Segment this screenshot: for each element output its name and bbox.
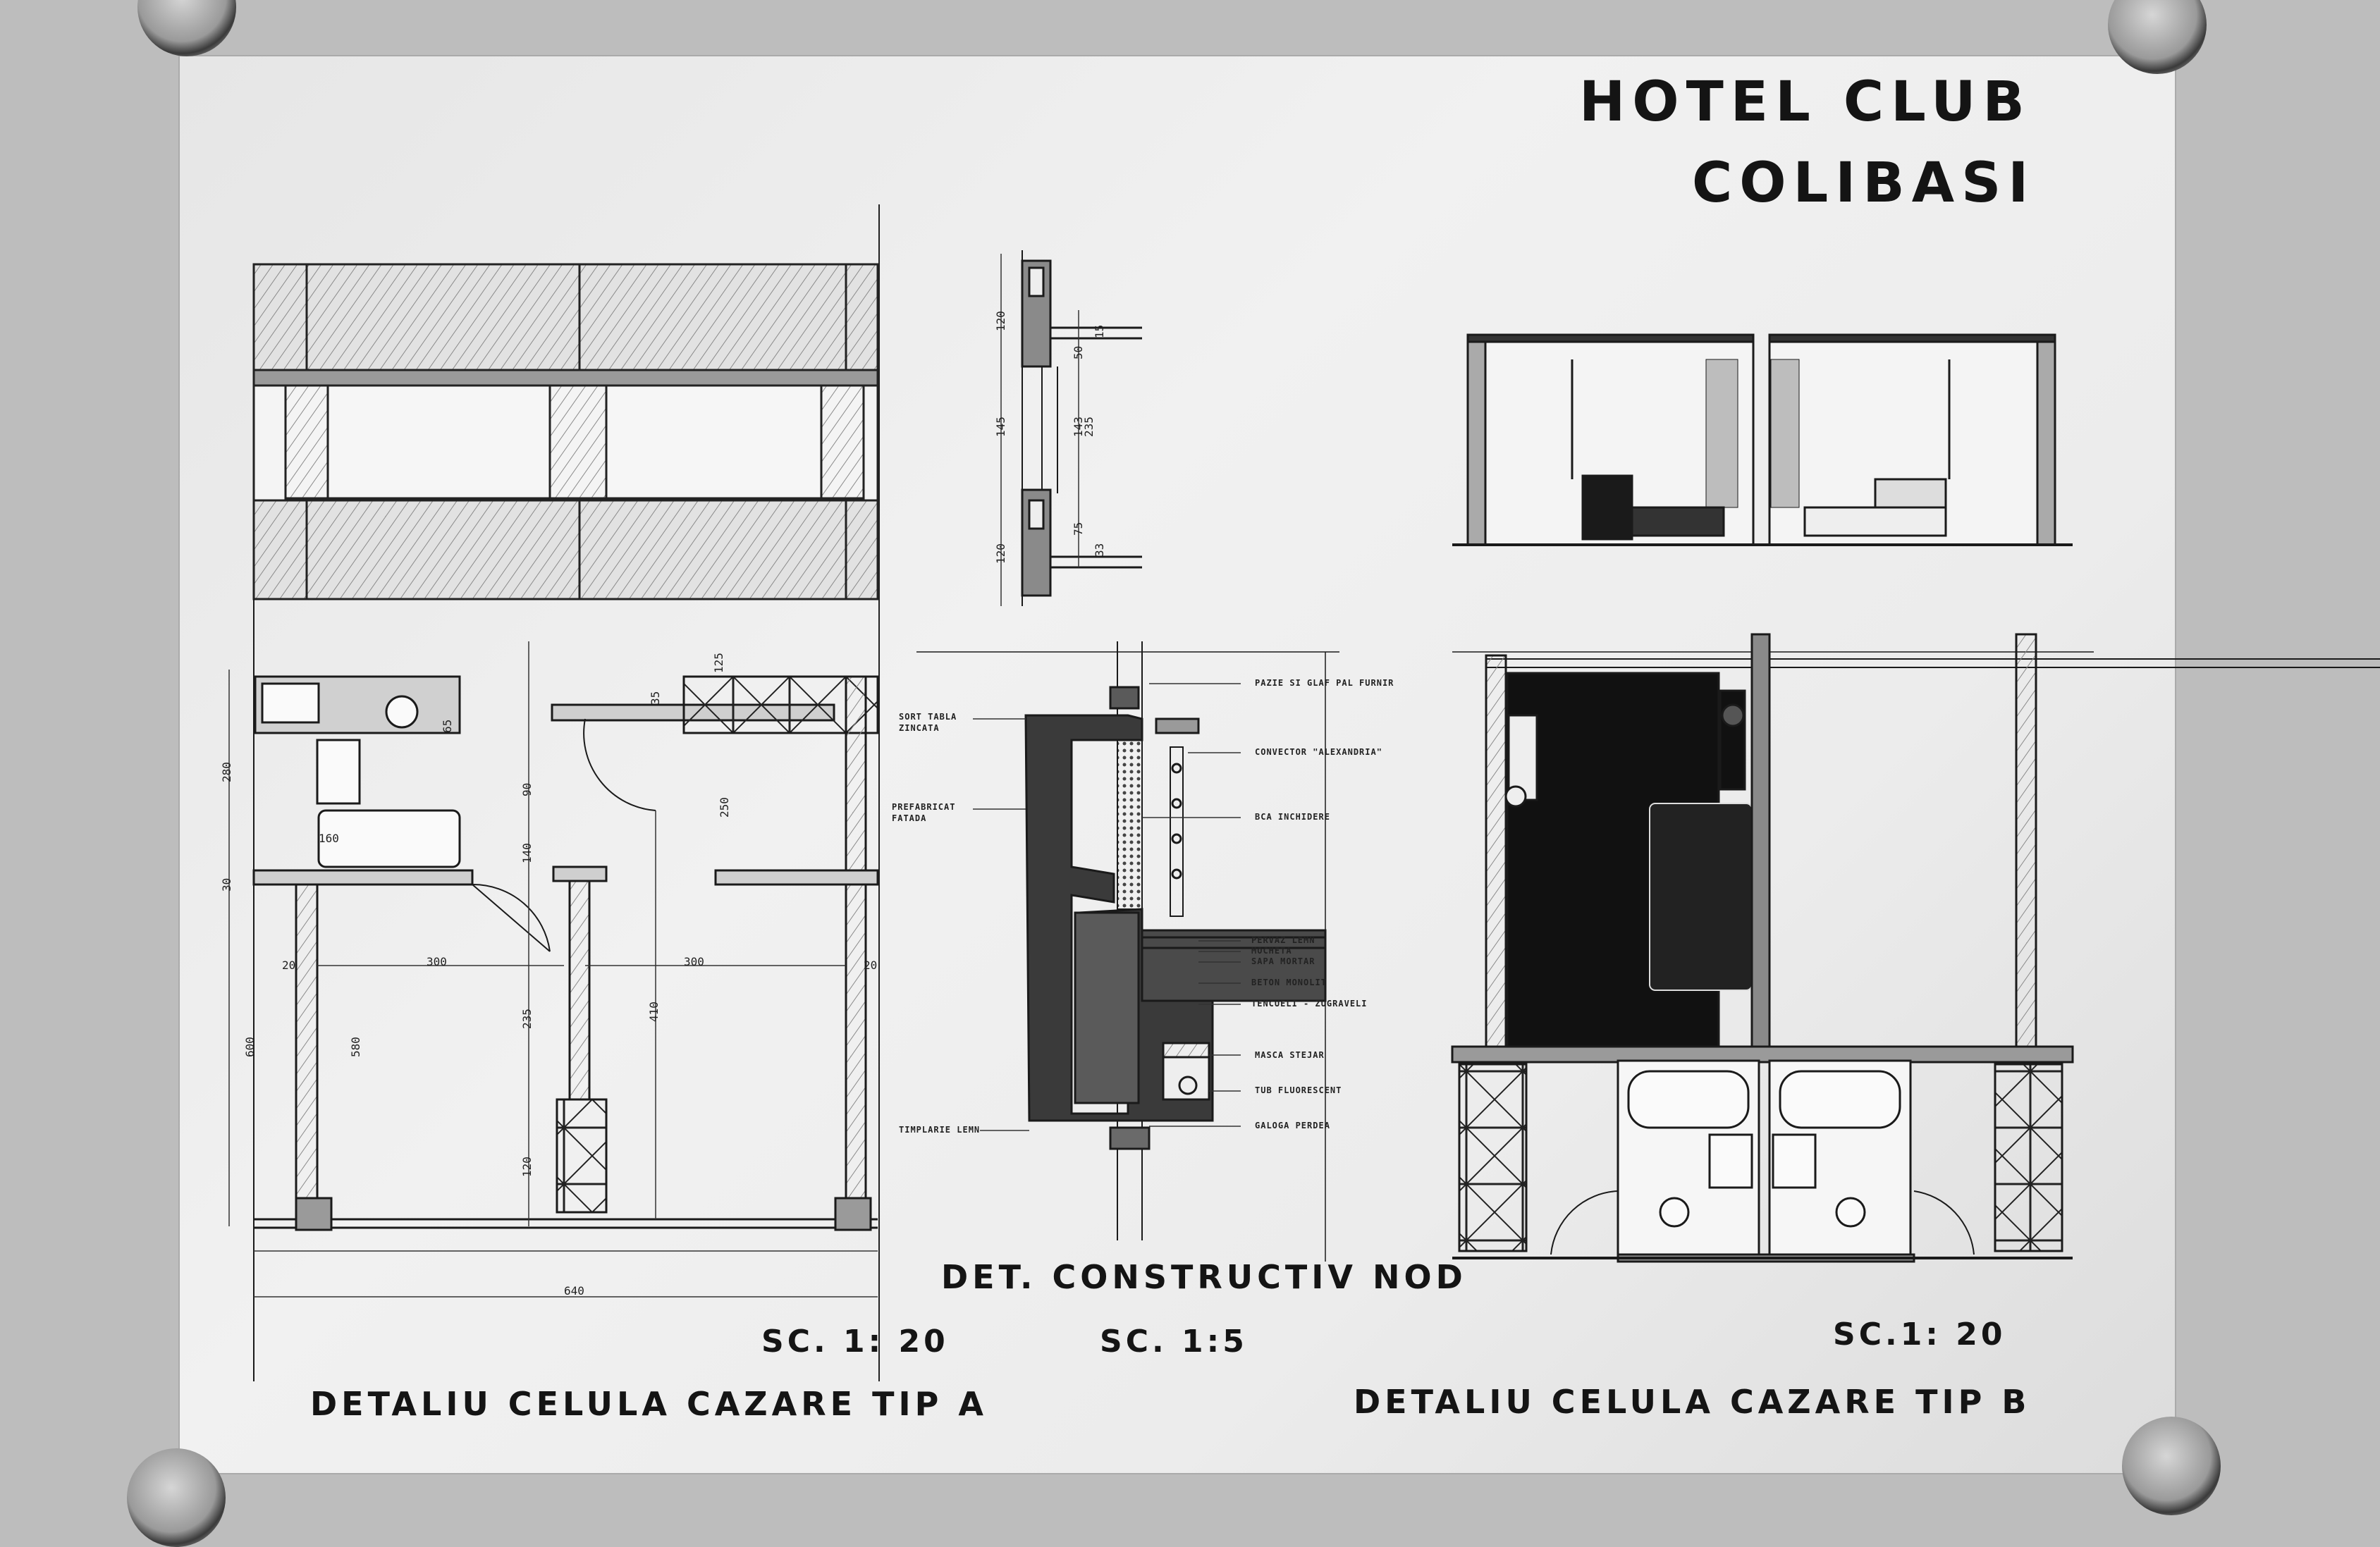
scale-cell-a: SC. 1: 20 — [761, 1324, 949, 1360]
annotation-label: CONVECTOR "ALEXANDRIA" — [1255, 747, 1382, 757]
dimension-label: 250 — [718, 797, 731, 818]
annotation-label: BCA INCHIDERE — [1255, 812, 1330, 822]
drawing-title-line2: COLIBASI — [1692, 152, 2036, 215]
dimension-label: 15 — [1093, 324, 1106, 338]
dimension-label: 580 — [349, 1037, 362, 1057]
dimension-label: 160 — [319, 832, 339, 845]
annotation-label: BETON MONOLIT — [1251, 978, 1327, 987]
dimension-label: 640 — [564, 1284, 584, 1298]
annotation-label: SORT TABLA — [899, 712, 957, 722]
annotation-label: TIMPLARIE LEMN — [899, 1125, 981, 1135]
scale-cell-b: SC.1: 20 — [1833, 1317, 2006, 1352]
dimension-label: 65 — [441, 719, 454, 733]
annotation-label: TENCUELI - ZUGRAVELI — [1251, 999, 1368, 1009]
dimension-label: 120 — [994, 543, 1007, 564]
dimension-label: 235 — [520, 1009, 534, 1029]
construction-node-detail — [916, 641, 1339, 1262]
dimension-label: 600 — [243, 1037, 257, 1057]
annotation-label: GALOGA PERDEA — [1255, 1121, 1330, 1130]
annotation-label: PAZIE SI GLAF PAL FURNIR — [1255, 678, 1394, 688]
wall-section-small — [1000, 250, 1142, 606]
cell-b-plan — [1451, 633, 2380, 1263]
cell-a-plan — [228, 599, 879, 1381]
annotation-label: SAPA MORTAR — [1251, 956, 1315, 966]
annotation-label: FATADA — [892, 813, 927, 823]
dimension-label: 75 — [1072, 522, 1085, 536]
dimension-label: 30 — [220, 877, 233, 892]
dimension-label: 120 — [994, 311, 1007, 331]
dimension-label: 280 — [220, 762, 233, 782]
cell-b-elevations — [1452, 333, 2073, 546]
caption-cell-b: DETALIU CELULA CAZARE TIP B — [1354, 1383, 2031, 1421]
pushpin-icon — [2122, 1417, 2221, 1515]
annotation-label: PERVAZ LEMN — [1251, 935, 1315, 945]
annotation-label: ZINCATA — [899, 723, 940, 733]
cell-a-elevation — [252, 204, 880, 1381]
dimension-label: 410 — [647, 1001, 661, 1022]
annotation-label: MOCHETA — [1251, 946, 1292, 956]
dimension-label: 300 — [427, 955, 447, 968]
dimension-label: 20 — [864, 959, 878, 972]
dimension-label: 120 — [520, 1157, 534, 1177]
drawing-title-line1: HOTEL CLUB — [1579, 70, 2032, 134]
caption-detail: DET. CONSTRUCTIV NOD — [941, 1258, 1467, 1296]
annotation-label: PREFABRICAT — [892, 802, 956, 812]
dimension-label: 50 — [1072, 345, 1085, 359]
dimension-label: 33 — [1093, 543, 1106, 557]
scale-detail: SC. 1:5 — [1100, 1324, 1248, 1360]
dimension-label: 90 — [520, 782, 534, 796]
annotation-label: MASCA STEJAR — [1255, 1050, 1325, 1060]
dimension-label: 20 — [282, 959, 296, 972]
dimension-label: 300 — [684, 955, 704, 968]
dimension-label: 35 — [649, 691, 662, 705]
dimension-label: 125 — [712, 653, 725, 673]
dimension-label: 140 — [520, 843, 534, 863]
dimension-label: 145 — [994, 417, 1007, 437]
dimension-label: 235 — [1082, 417, 1096, 437]
annotation-label: TUB FLUORESCENT — [1255, 1085, 1342, 1095]
caption-cell-a: DETALIU CELULA CAZARE TIP A — [310, 1385, 988, 1423]
